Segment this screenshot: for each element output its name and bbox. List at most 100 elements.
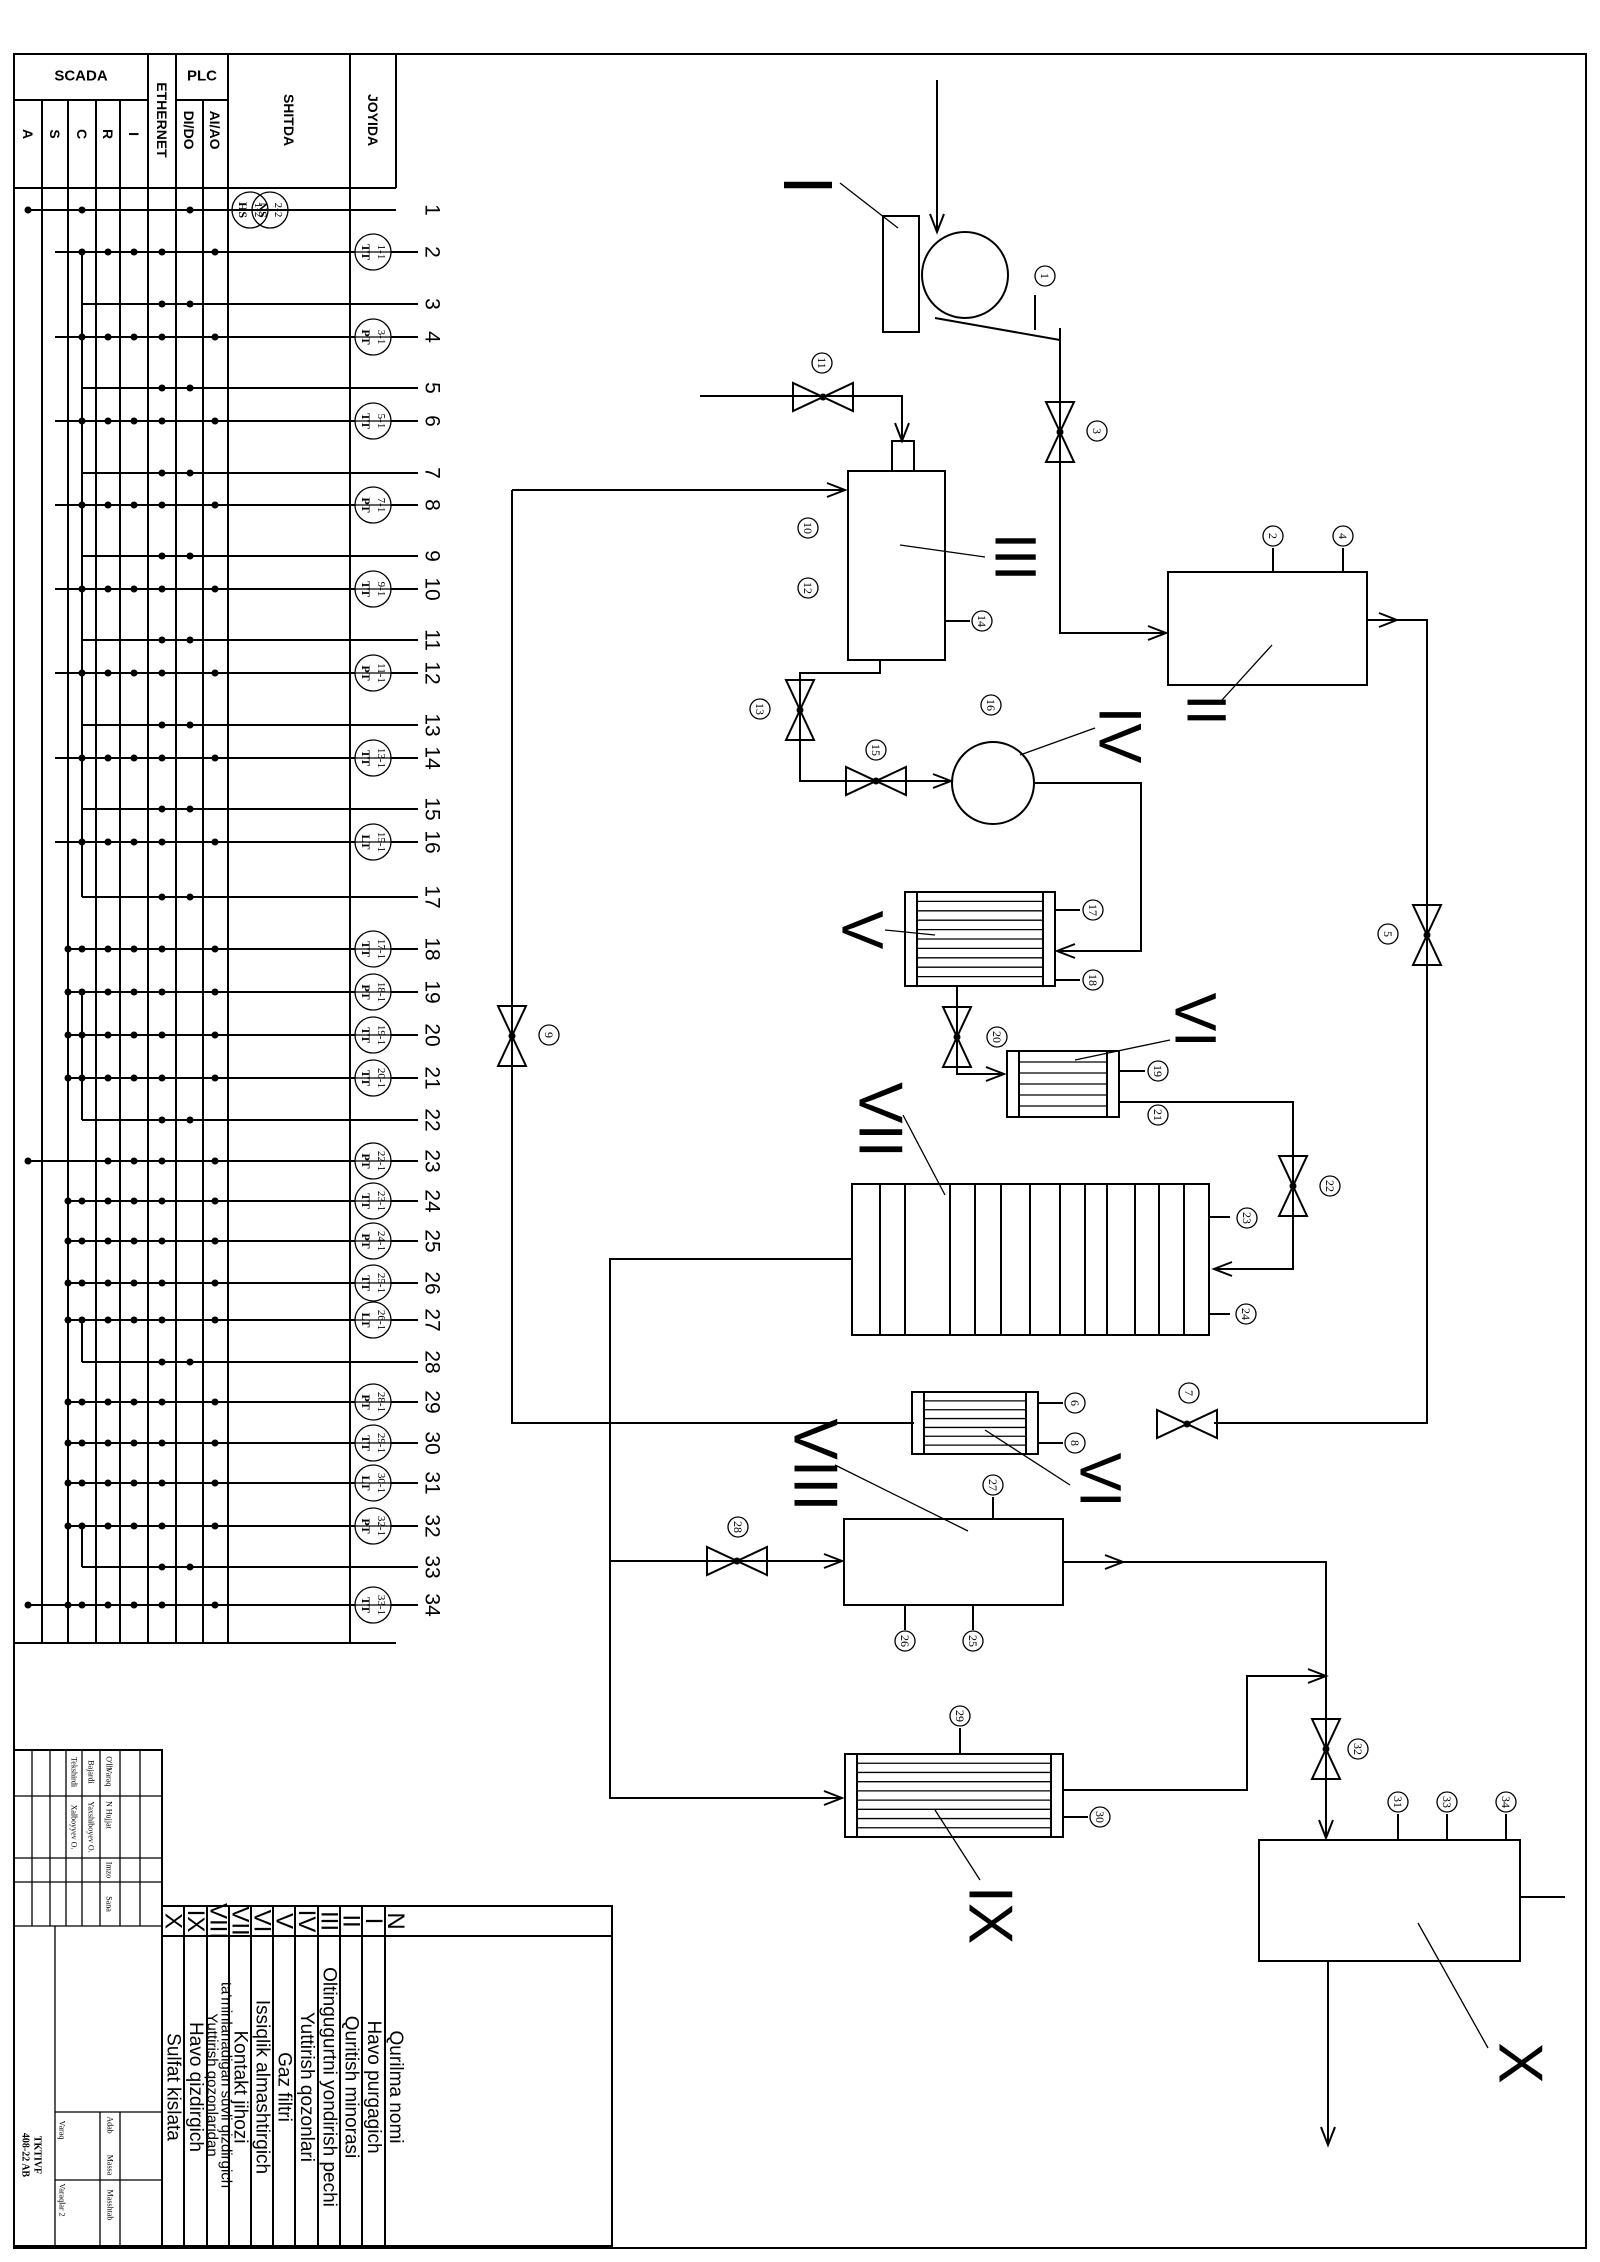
measurement-point-25: 25 bbox=[962, 1630, 984, 1652]
row-number: 17 bbox=[421, 885, 444, 908]
point-circle bbox=[1082, 899, 1104, 921]
point-circle bbox=[1064, 1392, 1086, 1414]
legend-name: Yuttirish qozonlaridan bbox=[204, 2013, 221, 2156]
instrument-letters: PT bbox=[359, 1153, 373, 1168]
measurement-point-24: 24 bbox=[1235, 1303, 1257, 1325]
unit-VIII-water-heater bbox=[843, 1518, 1064, 1606]
junction-dot bbox=[211, 1601, 219, 1609]
junction-dot bbox=[130, 1157, 138, 1165]
junction-dot bbox=[104, 1316, 112, 1324]
row-number: 8 bbox=[421, 499, 444, 511]
junction-dot bbox=[104, 945, 112, 953]
junction-dot bbox=[953, 1033, 961, 1041]
legend-number: VIII bbox=[205, 1903, 232, 1939]
junction-dot bbox=[158, 501, 166, 509]
table-row-2: 2 bbox=[421, 246, 444, 258]
point-circle bbox=[1377, 923, 1399, 945]
point-circle bbox=[982, 1474, 1004, 1496]
pipe-sulfur-feed bbox=[700, 395, 903, 441]
junction-dot bbox=[158, 1439, 166, 1447]
junction-dot bbox=[158, 1479, 166, 1487]
unit-VI-heat-exchanger-lower bbox=[911, 1391, 1039, 1455]
unit-label-IV: IV bbox=[1087, 707, 1154, 764]
point-number: 9 bbox=[542, 1032, 556, 1038]
junction-dot bbox=[186, 300, 194, 308]
point-number: 5 bbox=[1381, 931, 1395, 937]
valve-20-icon bbox=[941, 1006, 973, 1068]
junction-dot bbox=[819, 393, 827, 401]
point-number: 2 bbox=[1266, 533, 1280, 539]
row-number: 25 bbox=[421, 1229, 444, 1252]
point-number: 18 bbox=[1086, 974, 1100, 986]
instrument-letters: PT bbox=[359, 1233, 373, 1248]
point-circle bbox=[811, 352, 833, 374]
title-name: Yaxshiboyev O. bbox=[87, 1801, 96, 1852]
table-row-10: 10 bbox=[421, 577, 444, 600]
title-side-label: Massa bbox=[106, 2155, 115, 2176]
catalyst-bed bbox=[949, 1183, 976, 1336]
legend-number: II bbox=[338, 1914, 365, 1927]
junction-dot bbox=[158, 1522, 166, 1530]
table-row-29: 29 bbox=[421, 1390, 444, 1413]
exchanger-shell bbox=[904, 891, 1056, 987]
point-circle bbox=[1436, 1791, 1458, 1813]
row-number: 3 bbox=[421, 298, 444, 310]
junction-dot bbox=[104, 417, 112, 425]
junction-dot bbox=[1423, 931, 1431, 939]
flow-arrow bbox=[823, 1553, 845, 1569]
title-role: Tekshirdi bbox=[70, 1757, 79, 1788]
measurement-point-28: 28 bbox=[727, 1516, 749, 1538]
legend-name: Oltingugurtni yondirish pechi bbox=[319, 1967, 340, 2207]
valve-28-icon bbox=[706, 1545, 768, 1577]
point-circle bbox=[1147, 1060, 1169, 1082]
point-number: 20 bbox=[990, 1031, 1004, 1043]
pipe-dryer-to-exchanger bbox=[1214, 619, 1428, 1424]
table-row-27: 27 bbox=[421, 1308, 444, 1331]
junction-dot bbox=[64, 945, 72, 953]
measurement-point-16: 16 bbox=[980, 694, 1002, 716]
junction-dot bbox=[186, 721, 194, 729]
measurement-point-20: 20 bbox=[986, 1026, 1008, 1048]
flow-arrow bbox=[1378, 612, 1400, 628]
junction-dot bbox=[64, 1398, 72, 1406]
row-number: 30 bbox=[421, 1431, 444, 1454]
exchanger-shell bbox=[1006, 1050, 1120, 1118]
table-row-13: 13 bbox=[421, 713, 444, 736]
measurement-point-3: 3 bbox=[1086, 420, 1108, 442]
junction-dot bbox=[158, 838, 166, 846]
title-name: Xalboyyev O. bbox=[70, 1805, 79, 1850]
table-row-22: 22 bbox=[421, 1108, 444, 1131]
table-row-9: 9 bbox=[421, 550, 444, 562]
instrument-number: 1-2 bbox=[252, 203, 264, 218]
valve-7-icon bbox=[1156, 1408, 1218, 1440]
catalyst-bed bbox=[1029, 1183, 1061, 1336]
junction-dot bbox=[211, 1197, 219, 1205]
point-number: 23 bbox=[1240, 1212, 1254, 1224]
junction-dot bbox=[104, 1237, 112, 1245]
measurement-point-18: 18 bbox=[1082, 969, 1104, 991]
title-sheet: Varaq bbox=[58, 2121, 67, 2140]
point-number: 25 bbox=[966, 1635, 980, 1647]
table-row-14: 14 bbox=[421, 746, 444, 770]
row-number: 21 bbox=[421, 1066, 444, 1089]
junction-dot bbox=[78, 1237, 86, 1245]
unit-leader bbox=[984, 1429, 1071, 1486]
junction-dot bbox=[130, 417, 138, 425]
flow-arrow bbox=[1307, 1668, 1329, 1684]
exchanger-shell bbox=[911, 1391, 1039, 1455]
point-circle bbox=[1064, 1432, 1086, 1454]
junction-dot bbox=[1183, 1420, 1191, 1428]
junction-dot bbox=[158, 1563, 166, 1571]
junction-dot bbox=[211, 754, 219, 762]
junction-dot bbox=[158, 945, 166, 953]
measurement-point-17: 17 bbox=[1082, 899, 1104, 921]
junction-dot bbox=[158, 1398, 166, 1406]
point-number: 8 bbox=[1068, 1440, 1082, 1446]
instrument-letters: PT bbox=[359, 1518, 373, 1533]
burner-nozzle bbox=[891, 440, 915, 472]
